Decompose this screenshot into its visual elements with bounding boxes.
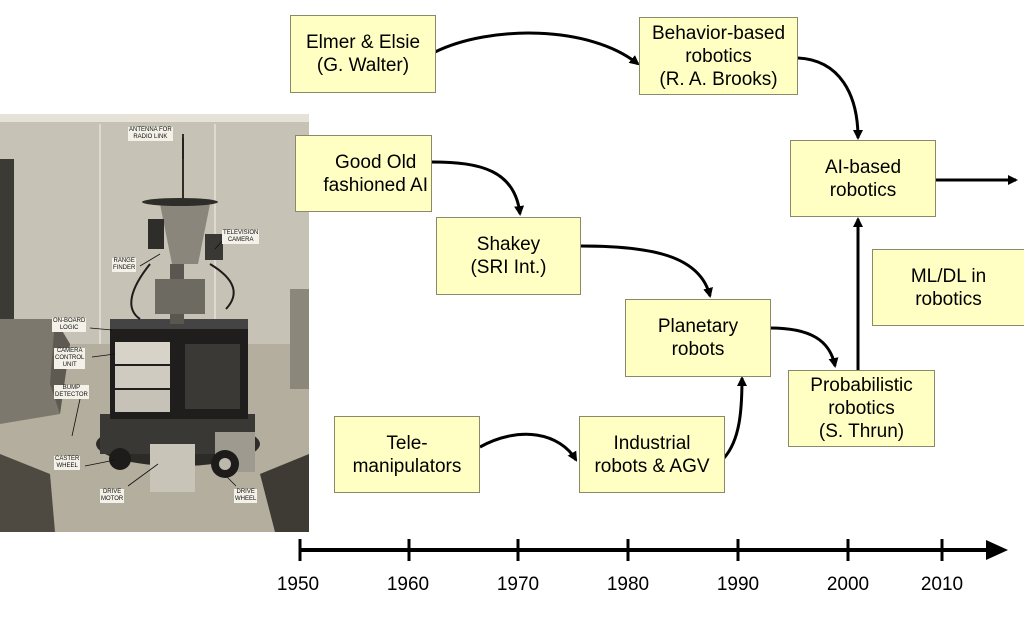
node-behavior-based-text: Behavior-based robotics (R. A. Brooks) [651,22,786,90]
node-industrial-robots-agv: Industrial robots & AGV [579,416,725,493]
node-elmer-elsie: Elmer & Elsie (G. Walter) [290,15,436,93]
node-good-old-fashioned-ai: Good Old fashioned AI [295,135,432,212]
photo-label-on-board-logic: ON-BOARD LOGIC [52,318,87,332]
shakey-robot-photo: ANTENNA FOR RADIO LINK TELEVISION CAMERA… [0,114,309,532]
photo-label-antenna: ANTENNA FOR RADIO LINK [128,127,173,141]
node-planetary-text: Planetary robots [657,316,739,360]
node-probabilistic-text: Probabilistic robotics (S. Thrun) [810,375,913,442]
node-shakey: Shakey (SRI Int.) [436,217,581,295]
node-behavior-based-robotics: Behavior-based robotics (R. A. Brooks) [639,17,798,95]
photo-label-camera-control-unit: CAMERA CONTROL UNIT [54,348,86,369]
timeline-label-2010: 2010 [920,574,964,595]
arrow-industrial-to-planetary [722,376,747,459]
photo-label-drive-wheel: DRIVE WHEEL [234,489,258,503]
timeline-label-1950: 1950 [276,574,320,595]
arrow-behavior-to-ai-based [797,56,863,140]
node-industrial-text: Industrial robots & AGV [594,432,710,477]
node-gofai-text: Good Old fashioned AI [323,151,428,196]
photo-label-drive-motor: DRIVE MOTOR [100,489,125,503]
timeline-arrowhead [986,540,1008,560]
photo-label-bump-detector: BUMP DETECTOR [54,385,89,399]
arrow-telemanipulators-to-industrial [479,432,578,462]
node-shakey-text: Shakey (SRI Int.) [470,234,547,278]
arrow-planetary-to-probabilistic [769,326,839,368]
node-telemanipulators: Tele- manipulators [334,416,480,493]
node-telemanipulators-text: Tele- manipulators [352,432,462,477]
arrow-gofai-to-shakey [431,160,525,216]
arrow-shakey-to-planetary [579,244,713,298]
shakey-robot-illustration [0,114,309,532]
node-ml-dl-robotics: ML/DL in robotics [872,249,1024,326]
timeline-label-2000: 2000 [826,574,870,595]
node-ai-based-text: AI-based robotics [824,156,902,201]
node-elmer-elsie-text: Elmer & Elsie (G. Walter) [305,32,421,76]
node-probabilistic-robotics: Probabilistic robotics (S. Thrun) [788,370,935,447]
photo-label-television-camera: TELEVISION CAMERA [222,230,260,244]
node-ml-dl-text: ML/DL in robotics [910,265,987,310]
photo-label-range-finder: RANGE FINDER [112,258,137,272]
timeline-label-1960: 1960 [386,574,430,595]
timeline-label-1970: 1970 [496,574,540,595]
photo-label-caster-wheel: CASTER WHEEL [54,456,81,470]
node-planetary-robots: Planetary robots [625,299,771,377]
arrow-elmer-to-behavior [434,31,640,66]
timeline-label-1990: 1990 [716,574,760,595]
node-ai-based-robotics: AI-based robotics [790,140,936,217]
timeline-label-1980: 1980 [606,574,650,595]
